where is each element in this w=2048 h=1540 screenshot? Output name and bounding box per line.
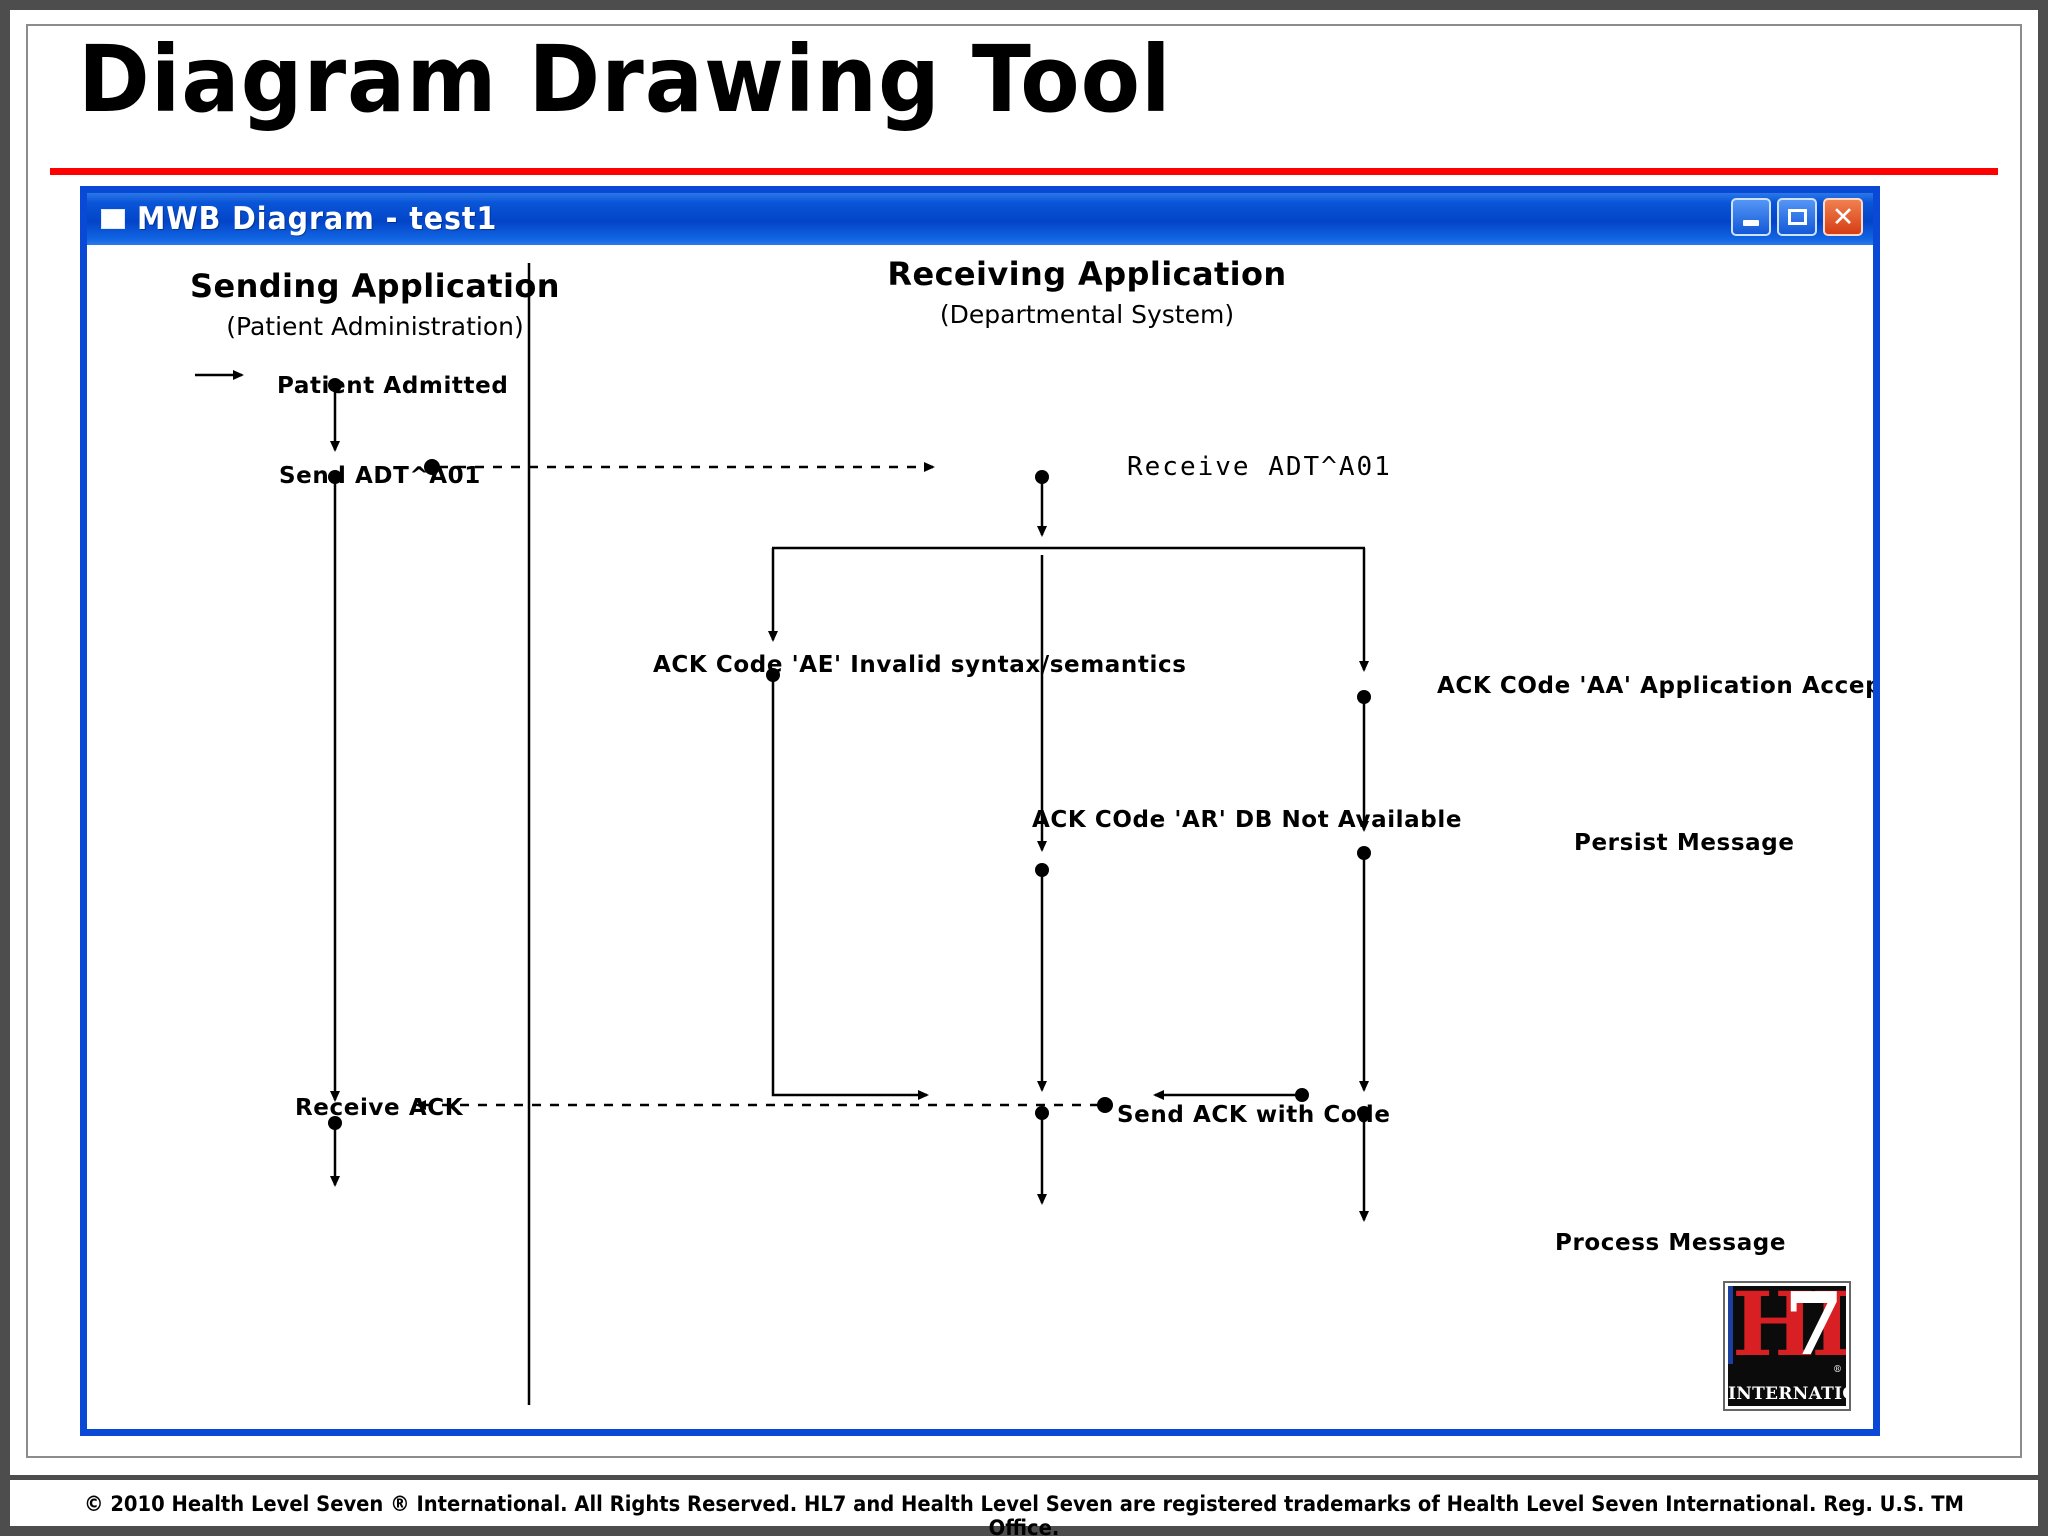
sending-app-title: Sending Application [190, 267, 560, 305]
receiving-app-subtitle: (Departmental System) [939, 300, 1235, 329]
footer-divider [0, 1475, 2048, 1480]
node-ack-aa[interactable]: ACK COde 'AA' Application Accept [1437, 673, 1873, 699]
maximize-icon [1787, 209, 1807, 225]
close-icon: ✕ [1831, 201, 1855, 233]
node-ack-ae[interactable]: ACK Code 'AE' Invalid syntax/semantics [653, 652, 1187, 678]
footer-copyright: © 2010 Health Level Seven ® Internationa… [83, 1492, 1964, 1540]
node-receive-adt[interactable]: Receive ADT^A01 [1127, 452, 1392, 482]
hl7-wordmark: INTERNATIONAL [1728, 1384, 1846, 1404]
diagram-connectors: Receive ADT^A01 (dashed) --> [195, 263, 1371, 1405]
window-title: MWB Diagram - test1 [137, 201, 498, 237]
hl7-letters-hl: HL [1732, 1286, 1846, 1376]
receiving-app-title: Receiving Application [887, 255, 1287, 293]
window-titlebar[interactable]: MWB Diagram - test1 ✕ [87, 193, 1873, 245]
diagram-canvas[interactable]: Receive ADT^A01 (dashed) --> [87, 245, 1873, 1429]
column-header-receiving: Receiving Application (Departmental Syst… [847, 255, 1327, 329]
column-header-sending: Sending Application (Patient Administrat… [175, 267, 575, 341]
title-underline-rule [50, 168, 1998, 175]
minimize-button[interactable] [1731, 198, 1771, 236]
node-send-ack[interactable]: Send ACK with Code [1117, 1102, 1391, 1128]
mwb-diagram-window: MWB Diagram - test1 ✕ [80, 186, 1880, 1436]
minimize-icon [1743, 220, 1759, 226]
hl7-letter-seven: 7 [1784, 1286, 1844, 1375]
node-ack-ar[interactable]: ACK COde 'AR' DB Not Available [1032, 807, 1463, 833]
maximize-button[interactable] [1777, 198, 1817, 236]
window-controls: ✕ [1731, 198, 1863, 236]
sending-app-subtitle: (Patient Administration) [226, 312, 524, 341]
node-receive-ack[interactable]: Receive ACK [295, 1095, 464, 1121]
node-send-adt[interactable]: Send ADT^A01 [279, 463, 481, 489]
close-button[interactable]: ✕ [1823, 198, 1863, 236]
node-process-message[interactable]: Process Message [1555, 1230, 1787, 1256]
hl7-logo: HL 7 ® INTERNATIONAL [1723, 1281, 1851, 1411]
hl7-logo-mark: HL 7 ® INTERNATIONAL [1728, 1286, 1846, 1406]
page-title: Diagram Drawing Tool [78, 26, 1172, 133]
node-persist-message[interactable]: Persist Message [1574, 830, 1795, 856]
hl7-registered-icon: ® [1833, 1365, 1842, 1375]
app-window-icon [101, 209, 125, 229]
node-patient-admitted[interactable]: Patient Admitted [277, 373, 509, 399]
hl7-blue-bar [1728, 1286, 1733, 1364]
